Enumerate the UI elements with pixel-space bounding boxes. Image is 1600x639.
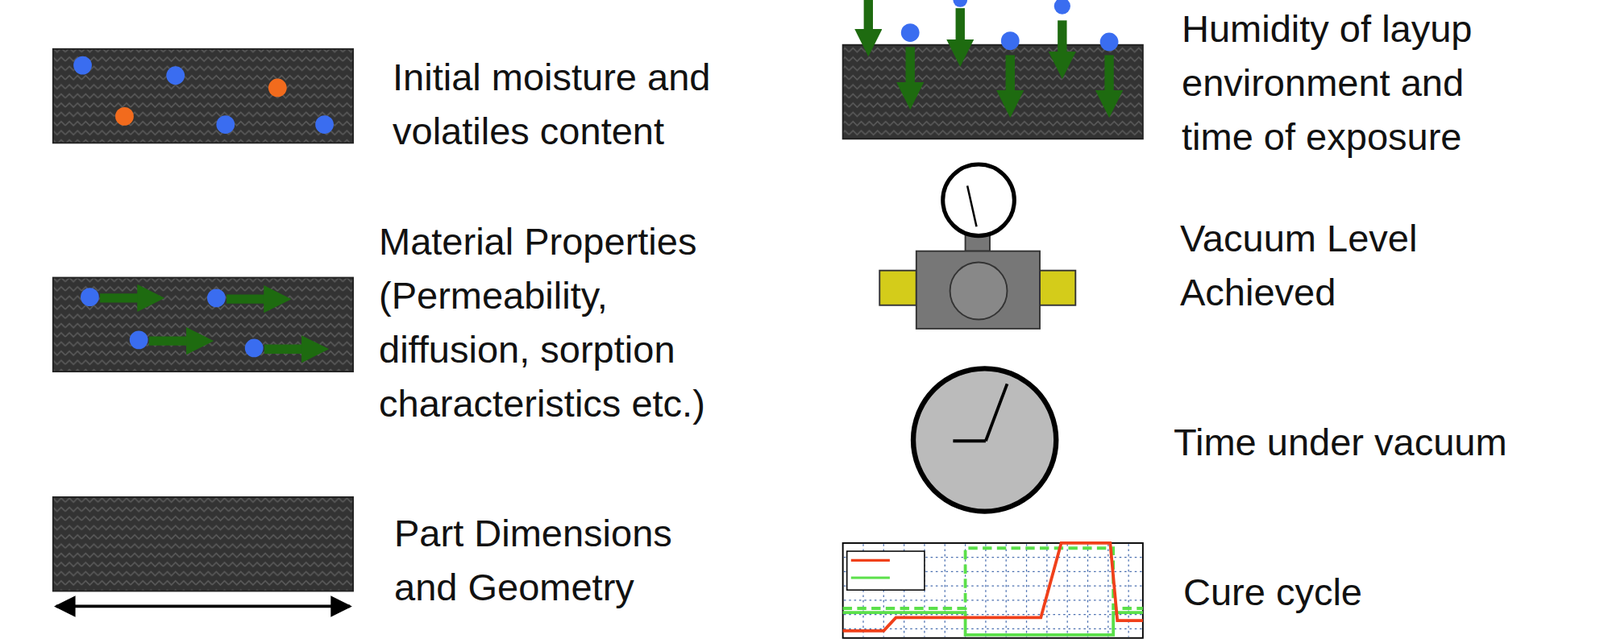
laminate-dimensions [53, 497, 354, 607]
grid-line [1087, 544, 1089, 637]
factor-label: Vacuum Level Achieved [1180, 211, 1471, 320]
grid-line [843, 599, 1143, 601]
grid-line [843, 614, 1143, 616]
factor-label: Cure cycle [1183, 565, 1587, 620]
grid-line [944, 544, 946, 637]
laminate-humidity [843, 0, 1143, 139]
factor-label: Time under vacuum [1173, 415, 1593, 470]
factor-label: Material Properties (Permeability, diffu… [378, 214, 766, 431]
grid-line [984, 544, 986, 637]
grid-line [1005, 544, 1007, 637]
factor-label: Humidity of layup environment and time o… [1181, 1, 1537, 164]
vacuum-gauge [879, 164, 1076, 329]
grid-line [1026, 544, 1027, 637]
laminate-moisture [53, 49, 354, 144]
factor-label: Part Dimensions and Geometry [394, 506, 693, 615]
clock [913, 368, 1056, 512]
laminate-diffusion [53, 278, 354, 373]
grid-line [1128, 544, 1130, 637]
cure-cycle-chart [843, 543, 1143, 639]
factor-label: Initial moisture and volatiles content [392, 49, 772, 158]
grid-line [1107, 544, 1109, 637]
grid-line [1067, 544, 1069, 637]
grid-line [843, 628, 1143, 630]
